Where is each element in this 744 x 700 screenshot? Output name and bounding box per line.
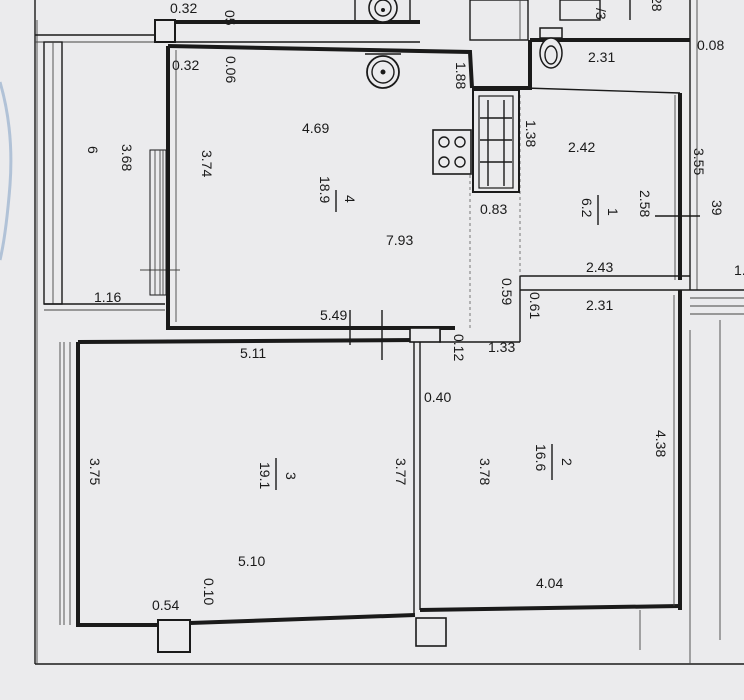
kitchen-counter-icon [472,89,520,193]
dim-4-04: 4.04 [536,575,563,591]
room1-area: 6.2 [579,198,595,218]
dim-2-31-top: 2.31 [588,49,615,65]
dim-28-top: 28 [649,0,665,12]
dim-5-11: 5.11 [240,345,266,361]
dimension-labels: 0.32 05 /3 28 0.32 0.06 1.88 2.31 0.08 4… [85,0,744,613]
dim-0-10: 0.10 [201,578,217,605]
dim-1-38: 1.38 [523,120,539,147]
dim-39: 39 [709,200,725,216]
room3-area: 19.1 [257,462,273,489]
stamp-fragment [0,81,13,261]
dim-1-16: 1.16 [94,289,121,305]
room2-number: 2 [559,458,575,466]
dim-3-78: 3.78 [477,458,493,485]
room4-area: 18.9 [317,176,333,203]
dim-0-32: 0.32 [172,57,199,73]
dim-0-61: 0.61 [527,292,543,319]
room4-number: 4 [342,195,358,203]
room2-walls [409,290,682,612]
sink-icon [365,53,401,89]
sheet-frame [34,0,744,665]
room1-number: 1 [605,208,621,216]
toilet-icon [539,27,563,69]
stove-icon [432,129,472,175]
dim-1-88: 1.88 [453,62,469,89]
dim-1-33: 1.33 [488,339,515,355]
dim-4-69: 4.69 [302,120,329,136]
dim-3-75: 3.75 [87,458,103,485]
room3-walls [59,338,421,627]
dim-0-59: 0.59 [499,278,515,305]
dim-0-12: 0.12 [451,334,467,361]
dim-1-right: 1. [734,262,744,278]
bottom-right-details [415,320,721,664]
dim-2-42: 2.42 [568,139,595,155]
dim-0-08: 0.08 [697,37,724,53]
dim-2-58: 2.58 [637,190,653,217]
dim-2-43: 2.43 [586,259,613,275]
room2-area: 16.6 [533,444,549,471]
dim-4-38: 4.38 [653,430,669,457]
washbasin-icon [368,0,398,23]
dim-3-top: /3 [593,8,609,20]
bottom-column [157,619,191,653]
dim-5-49: 5.49 [320,307,347,323]
dim-05: 05 [222,10,238,26]
dim-3-68: 3.68 [119,144,135,171]
dim-5-10: 5.10 [238,553,265,569]
room3-number: 3 [283,472,299,480]
dim-3-74: 3.74 [199,150,215,177]
dim-7-93: 7.93 [386,232,413,248]
dim-2-31-mid: 2.31 [586,297,613,313]
dim-0-06: 0.06 [223,56,239,83]
dim-0-83: 0.83 [480,201,507,217]
balcony-outline [35,34,180,311]
kitchen-walls [166,44,474,330]
dim-3-55: 3.55 [691,148,707,175]
dim-0-32-top: 0.32 [170,0,197,16]
dim-0-40: 0.40 [424,389,451,405]
dim-3-77: 3.77 [393,458,409,485]
column [154,19,176,43]
dim-0-54: 0.54 [152,597,179,613]
dim-6: 6 [85,146,101,154]
